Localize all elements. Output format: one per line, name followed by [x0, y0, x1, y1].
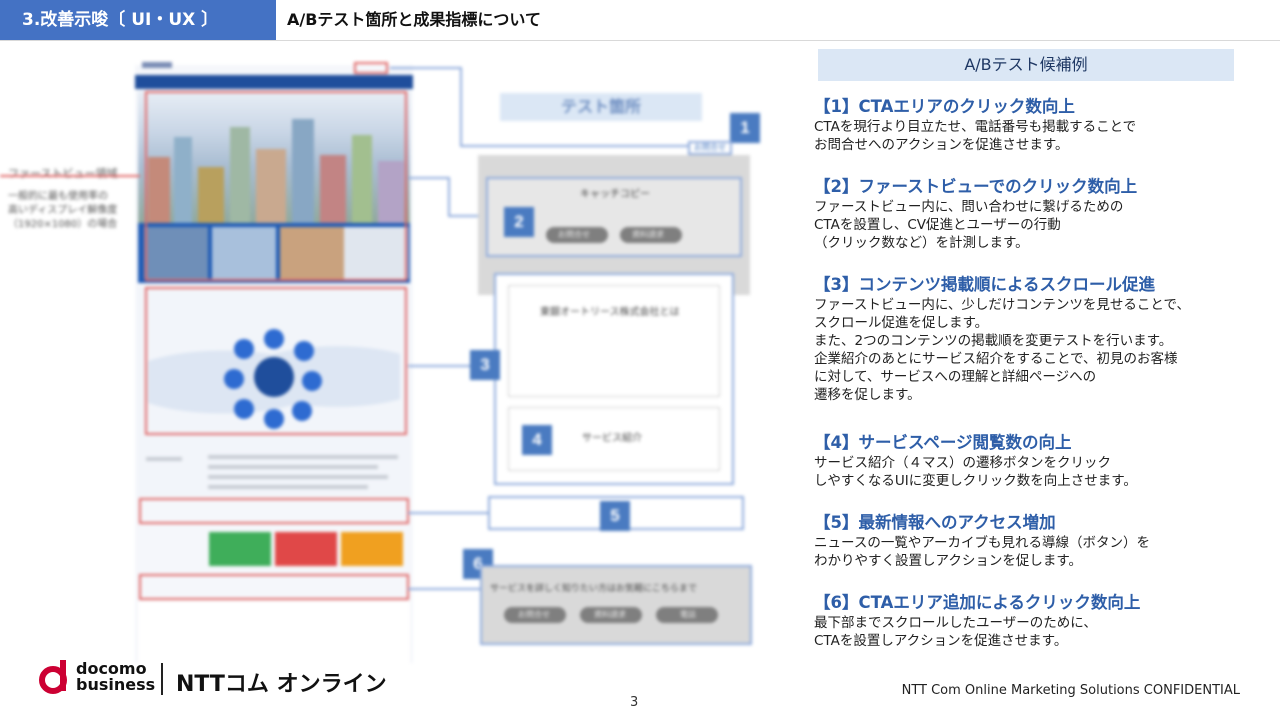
wf-cta-button: お問合せ	[688, 141, 732, 155]
first-view-highlight	[145, 91, 407, 281]
page-title: A/Bテスト箇所と成果指標について	[287, 0, 541, 40]
candidate-title: 【5】最新情報へのアクセス増加	[814, 512, 1274, 534]
link-tile	[209, 532, 271, 566]
logo-line: business	[76, 677, 155, 693]
first-view-note: （1920×1080）の場合	[8, 215, 117, 230]
news-highlight	[139, 498, 409, 524]
wf-inquiry-label: お問合せ	[518, 609, 550, 620]
marker-3: 3	[470, 350, 500, 380]
candidate-title: 【6】CTAエリア追加によるクリック数向上	[814, 592, 1274, 614]
site-logo	[142, 62, 172, 68]
ab-candidate-4: 【4】サービスページ閲覧数の向上 サービス紹介（４マス）の遷移ボタンをクリック …	[814, 432, 1274, 490]
wf-company-block	[508, 285, 720, 397]
candidate-body: サービス紹介（４マス）の遷移ボタンをクリック しやすくなるUIに変更しクリック数…	[814, 454, 1274, 490]
content-highlight	[145, 287, 407, 435]
wf-docs-label: 資料請求	[632, 229, 664, 240]
ab-test-mockup: ファーストビュー領域 一般的に最も使用率の 高いディスプレイ解像度 （1920×…	[0, 55, 770, 665]
wf-bottom-cta	[480, 565, 752, 645]
logo-divider	[161, 663, 163, 695]
candidate-title: 【4】サービスページ閲覧数の向上	[814, 432, 1274, 454]
wf-inquiry-label: お問合せ	[558, 229, 590, 240]
ab-candidate-2: 【2】ファーストビューでのクリック数向上 ファーストビュー内に、問い合わせに繋げ…	[814, 176, 1274, 252]
wf-docs-label: 資料請求	[594, 609, 626, 620]
first-view-note: 一般的に最も使用率の	[8, 187, 108, 202]
panel-heading: A/Bテスト候補例	[818, 49, 1234, 81]
ab-candidate-1: 【1】CTAエリアのクリック数向上 CTAを現行より目立たせ、電話番号も掲載する…	[814, 96, 1274, 154]
candidate-title: 【1】CTAエリアのクリック数向上	[814, 96, 1274, 118]
page-number: 3	[630, 695, 638, 710]
ntt-com-online-logo: NTTコム オンライン	[176, 666, 387, 698]
ab-candidate-6: 【6】CTAエリア追加によるクリック数向上 最下部までスクロールしたユーザーのた…	[814, 592, 1274, 650]
link-tile	[341, 532, 403, 566]
candidate-title: 【3】コンテンツ掲載順によるスクロール促進	[814, 274, 1274, 296]
wf-phone-label: 電話	[680, 609, 696, 620]
partner-logos	[138, 601, 410, 663]
first-view-label: ファーストビュー領域	[8, 165, 117, 181]
catch-copy: キャッチコピー	[580, 185, 650, 200]
about-company: 東銀オートリース株式会社とは	[540, 303, 680, 318]
candidate-body: ファーストビュー内に、問い合わせに繋げるための CTAを設置し、CV促進とユーザ…	[814, 198, 1274, 252]
marker-5: 5	[600, 501, 630, 531]
header-divider	[0, 40, 1280, 41]
bottom-cta-text: サービスを詳しく知りたい方はお気軽にこちらまで	[490, 581, 697, 594]
cta-highlight	[354, 62, 388, 74]
first-view-line	[0, 175, 140, 177]
first-view-note: 高いディスプレイ解像度	[8, 201, 117, 216]
ab-candidate-3: 【3】コンテンツ掲載順によるスクロール促進 ファーストビュー内に、少しだけコンテ…	[814, 274, 1274, 404]
docomo-logo-icon	[38, 660, 72, 694]
marker-1: 1	[730, 113, 760, 143]
candidate-body: ニュースの一覧やアーカイブも見れる導線（ボタン）を わかりやすく設置しアクション…	[814, 534, 1274, 570]
section-badge: 3.改善示唆〔 UI・UX 〕	[0, 0, 276, 40]
service-intro: サービス紹介	[582, 429, 642, 444]
bottom-cta-highlight	[139, 574, 409, 600]
candidate-body: CTAを現行より目立たせ、電話番号も掲載することで お問合せへのアクションを促進…	[814, 118, 1274, 154]
candidate-body: 最下部までスクロールしたユーザーのために、 CTAを設置しアクションを促進させま…	[814, 614, 1274, 650]
marker-2: 2	[504, 207, 534, 237]
confidential-notice: NTT Com Online Marketing Solutions CONFI…	[902, 683, 1240, 698]
link-tile	[275, 532, 337, 566]
ab-candidate-5: 【5】最新情報へのアクセス増加 ニュースの一覧やアーカイブも見れる導線（ボタン）…	[814, 512, 1274, 570]
docomo-business-logo: docomo business	[76, 661, 155, 693]
marker-4: 4	[522, 425, 552, 455]
candidate-title: 【2】ファーストビューでのクリック数向上	[814, 176, 1274, 198]
site-nav-bar	[135, 75, 413, 89]
candidate-body: ファーストビュー内に、少しだけコンテンツを見せることで、 スクロール促進を促しま…	[814, 296, 1274, 404]
test-area-label: テスト箇所	[500, 93, 702, 121]
